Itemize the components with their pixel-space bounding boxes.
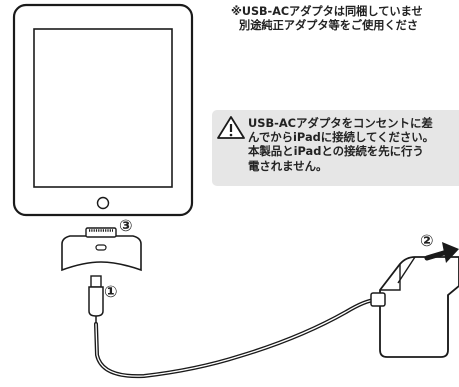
home-button-icon [96,196,110,210]
usb-ac-adapter-illustration [370,256,459,358]
warning-line-4: 電されません。 [248,158,328,173]
top-note: ※USB-ACアダプタは同梱していませ 別途純正アダプタ等をご使用くださ [231,5,459,33]
warning-line-3: 本製品とiPadとの接続を先に行う [248,144,424,159]
top-note-line-2: 別途純正アダプタ等をご使用くださ [239,19,419,32]
warning-line-2: んでからiPadに接続してください。 [248,130,435,145]
ipad-illustration [12,3,194,217]
usb-plug-illustration [88,275,104,326]
arrow-right-icon [424,242,459,263]
step-3-label: ③ [119,216,133,235]
top-note-line-1: ※USB-ACアダプタは同梱していませ [231,5,423,18]
warning-line-1: USB-ACアダプタをコンセントに差 [248,116,433,130]
usb-cable [94,298,378,379]
step-2-label: ② [420,231,434,250]
dock-adapter-illustration [61,227,142,272]
warning-text: USB-ACアダプタをコンセントに差 んでからiPadに接続してください。 本製… [248,116,459,173]
warning-triangle-icon [217,116,245,139]
step-1-label: ① [104,282,118,301]
warning-box: USB-ACアダプタをコンセントに差 んでからiPadに接続してください。 本製… [212,110,459,186]
